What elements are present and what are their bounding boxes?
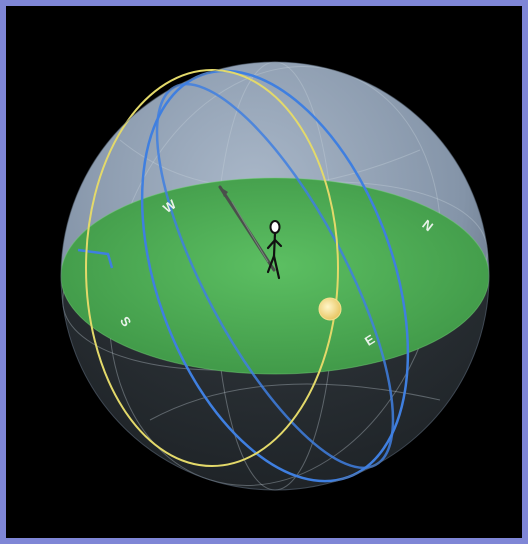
horizon-plane xyxy=(60,177,490,375)
compass-needle-icon xyxy=(218,185,276,272)
sphere-outline xyxy=(60,61,490,491)
sun-path-circle xyxy=(85,69,339,467)
altitude-marker xyxy=(77,248,114,269)
sun-icon xyxy=(318,297,342,321)
stick-figure-icon xyxy=(266,220,283,280)
